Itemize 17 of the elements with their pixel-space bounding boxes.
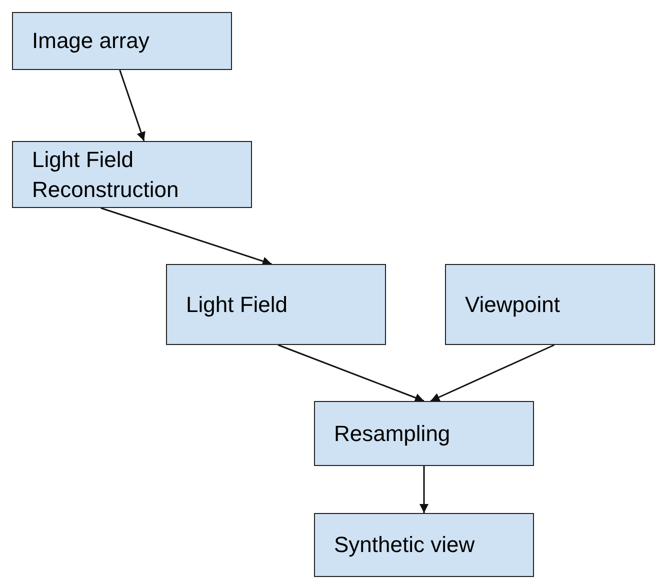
arrow bbox=[420, 466, 428, 513]
arrow bbox=[278, 344, 424, 402]
arrow bbox=[119, 70, 146, 142]
process-box bbox=[12, 12, 232, 70]
process-box bbox=[314, 513, 534, 577]
arrow bbox=[430, 344, 554, 402]
process-box bbox=[445, 264, 655, 345]
arrow bbox=[100, 207, 272, 266]
node-label: Resampling bbox=[334, 420, 452, 448]
node-label: Light Field bbox=[186, 290, 289, 319]
node-label: Light Field Reconstruction bbox=[32, 146, 180, 204]
node-label: Viewpoint bbox=[465, 290, 561, 319]
process-box bbox=[12, 141, 252, 208]
process-box bbox=[314, 401, 534, 466]
node-label: Image array bbox=[32, 27, 150, 55]
process-box bbox=[166, 264, 386, 345]
node-label: Synthetic view bbox=[334, 531, 476, 559]
